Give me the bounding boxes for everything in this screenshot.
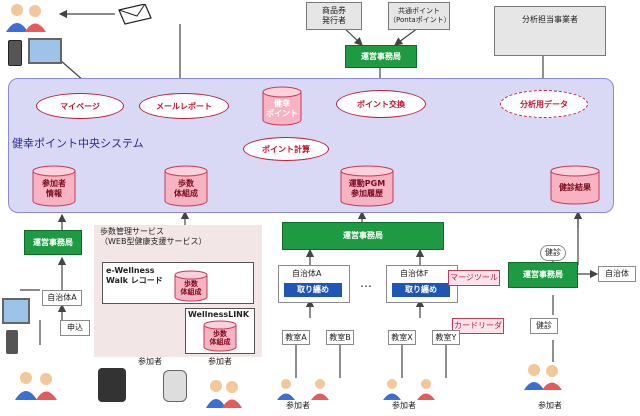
class-y-box: 教室Y xyxy=(432,330,460,345)
common-point-box: 共通ポイント （Pontaポイント） xyxy=(388,2,451,30)
left-pc-icon xyxy=(2,298,30,324)
point-calc-oval[interactable]: ポイント計算 xyxy=(243,137,329,161)
class-b-box: 教室B xyxy=(326,330,354,345)
mail-icon xyxy=(118,4,152,25)
middle-office-box: 運営事務局 xyxy=(282,222,444,250)
user-people-icon xyxy=(3,2,51,34)
wellnesslink-label: WellnessLINK xyxy=(188,310,250,319)
middle-participant-1-label: 参加者 xyxy=(286,401,310,410)
point-exchange-oval[interactable]: ポイント交換 xyxy=(336,90,426,118)
db-participant-cylinder: 参加者 情報 xyxy=(32,165,76,207)
db-checkup-cylinder: 健診結果 xyxy=(550,165,600,205)
db-exercise-cylinder: 運動PGM 参加履歴 xyxy=(340,165,394,207)
class-x-box: 教室X xyxy=(388,330,416,345)
checkup-2-box: 健診 xyxy=(530,318,558,334)
body-scale-icon xyxy=(163,370,187,402)
right-participant-icon xyxy=(522,362,568,392)
pedometer-icon xyxy=(98,368,126,402)
middle-dots: … xyxy=(360,276,372,290)
gift-issuer-box: 商品券 発行者 xyxy=(306,2,362,30)
handling-a-box: 取り纏め xyxy=(284,283,342,297)
municipality-a-label: 自治体A xyxy=(292,269,322,278)
right-office-box: 運営事務局 xyxy=(508,262,578,288)
middle-participant-2-icon xyxy=(382,378,454,402)
left-participant-icon xyxy=(12,370,64,402)
top-office-box: 運営事務局 xyxy=(345,45,417,68)
db-point-cylinder: 健幸 ポイント xyxy=(262,86,302,126)
apply-box: 申込 xyxy=(60,320,90,336)
analysis-provider-box: 分析担当事業者 xyxy=(494,6,606,56)
card-reader-box: カードリーダ xyxy=(452,318,504,334)
analysis-data-oval[interactable]: 分析用データ xyxy=(500,90,588,118)
left-municipality-box: 自治体A xyxy=(42,290,82,306)
db-steps-cylinder: 歩数 体組成 xyxy=(164,165,208,207)
left-office-box: 運営事務局 xyxy=(24,230,82,255)
middle-participant-2-label: 参加者 xyxy=(392,401,416,410)
ewellness-label: e-Wellness Walk レコード xyxy=(106,266,163,286)
mail-report-oval[interactable]: メールレポート xyxy=(139,93,229,119)
left-mobile-icon xyxy=(6,330,18,354)
mypage-oval[interactable]: マイページ xyxy=(36,93,124,119)
right-municipality-box: 自治体 xyxy=(598,266,636,282)
db-steps-a-cylinder: 歩数 体組成 xyxy=(174,270,208,302)
pc-icon xyxy=(28,38,62,64)
middle-participant-1-icon xyxy=(276,378,348,402)
class-a-box: 教室A xyxy=(282,330,310,345)
checkup-1-box: 健診 xyxy=(540,245,566,261)
right-participant-label: 参加者 xyxy=(538,401,562,410)
steps-participant-2-label: 参加者 xyxy=(208,357,232,366)
steps-participant-1-label: 参加者 xyxy=(138,357,162,366)
steps-participant-icon xyxy=(206,378,242,410)
steps-service-title: 歩数管理サービス （WEB型健康支援サービス） xyxy=(100,227,207,247)
municipality-f-label: 自治体F xyxy=(400,269,429,278)
central-system-title: 健幸ポイント中央システム xyxy=(12,137,144,150)
master-tool-box: マージツール xyxy=(448,270,500,286)
db-steps-b-cylinder: 歩数 体組成 xyxy=(203,320,237,352)
mobile-phone-icon xyxy=(8,40,22,66)
handling-f-box: 取り纏め xyxy=(392,283,450,297)
